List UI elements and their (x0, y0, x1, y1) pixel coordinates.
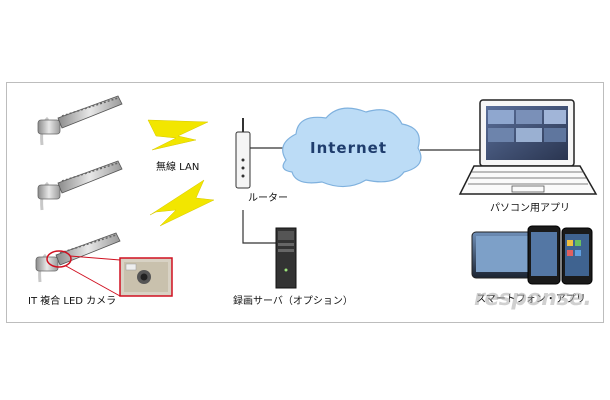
led-camera-light-1 (37, 95, 123, 146)
internet-label: Internet (310, 139, 388, 157)
camera-label: IT 複合 LED カメラ (28, 296, 117, 307)
server-label: 録画サーバ（オプション） (233, 296, 353, 307)
diagram-frame (6, 82, 604, 323)
wireless-lan-label: 無線 LAN (156, 162, 200, 173)
watermark-logo: response. (474, 286, 592, 311)
smartphone-app-label: スマートフォン・アプリ (476, 294, 586, 305)
internet-cloud (282, 107, 422, 188)
router-label: ルーター (248, 193, 288, 204)
wireless-bolt-lower (149, 179, 215, 227)
router-to-server-line (242, 210, 276, 244)
camera-closeup-inset (119, 257, 173, 297)
led-camera-light-2 (37, 160, 123, 211)
router-device (235, 118, 251, 189)
smartphones (471, 225, 593, 285)
pc-app-label: パソコン用アプリ (490, 203, 570, 214)
camera-highlight-circle (46, 250, 72, 268)
led-camera-light-3 (35, 232, 121, 297)
recording-server (275, 227, 297, 289)
laptop-pc (458, 99, 598, 195)
wireless-bolt-upper (147, 119, 209, 151)
